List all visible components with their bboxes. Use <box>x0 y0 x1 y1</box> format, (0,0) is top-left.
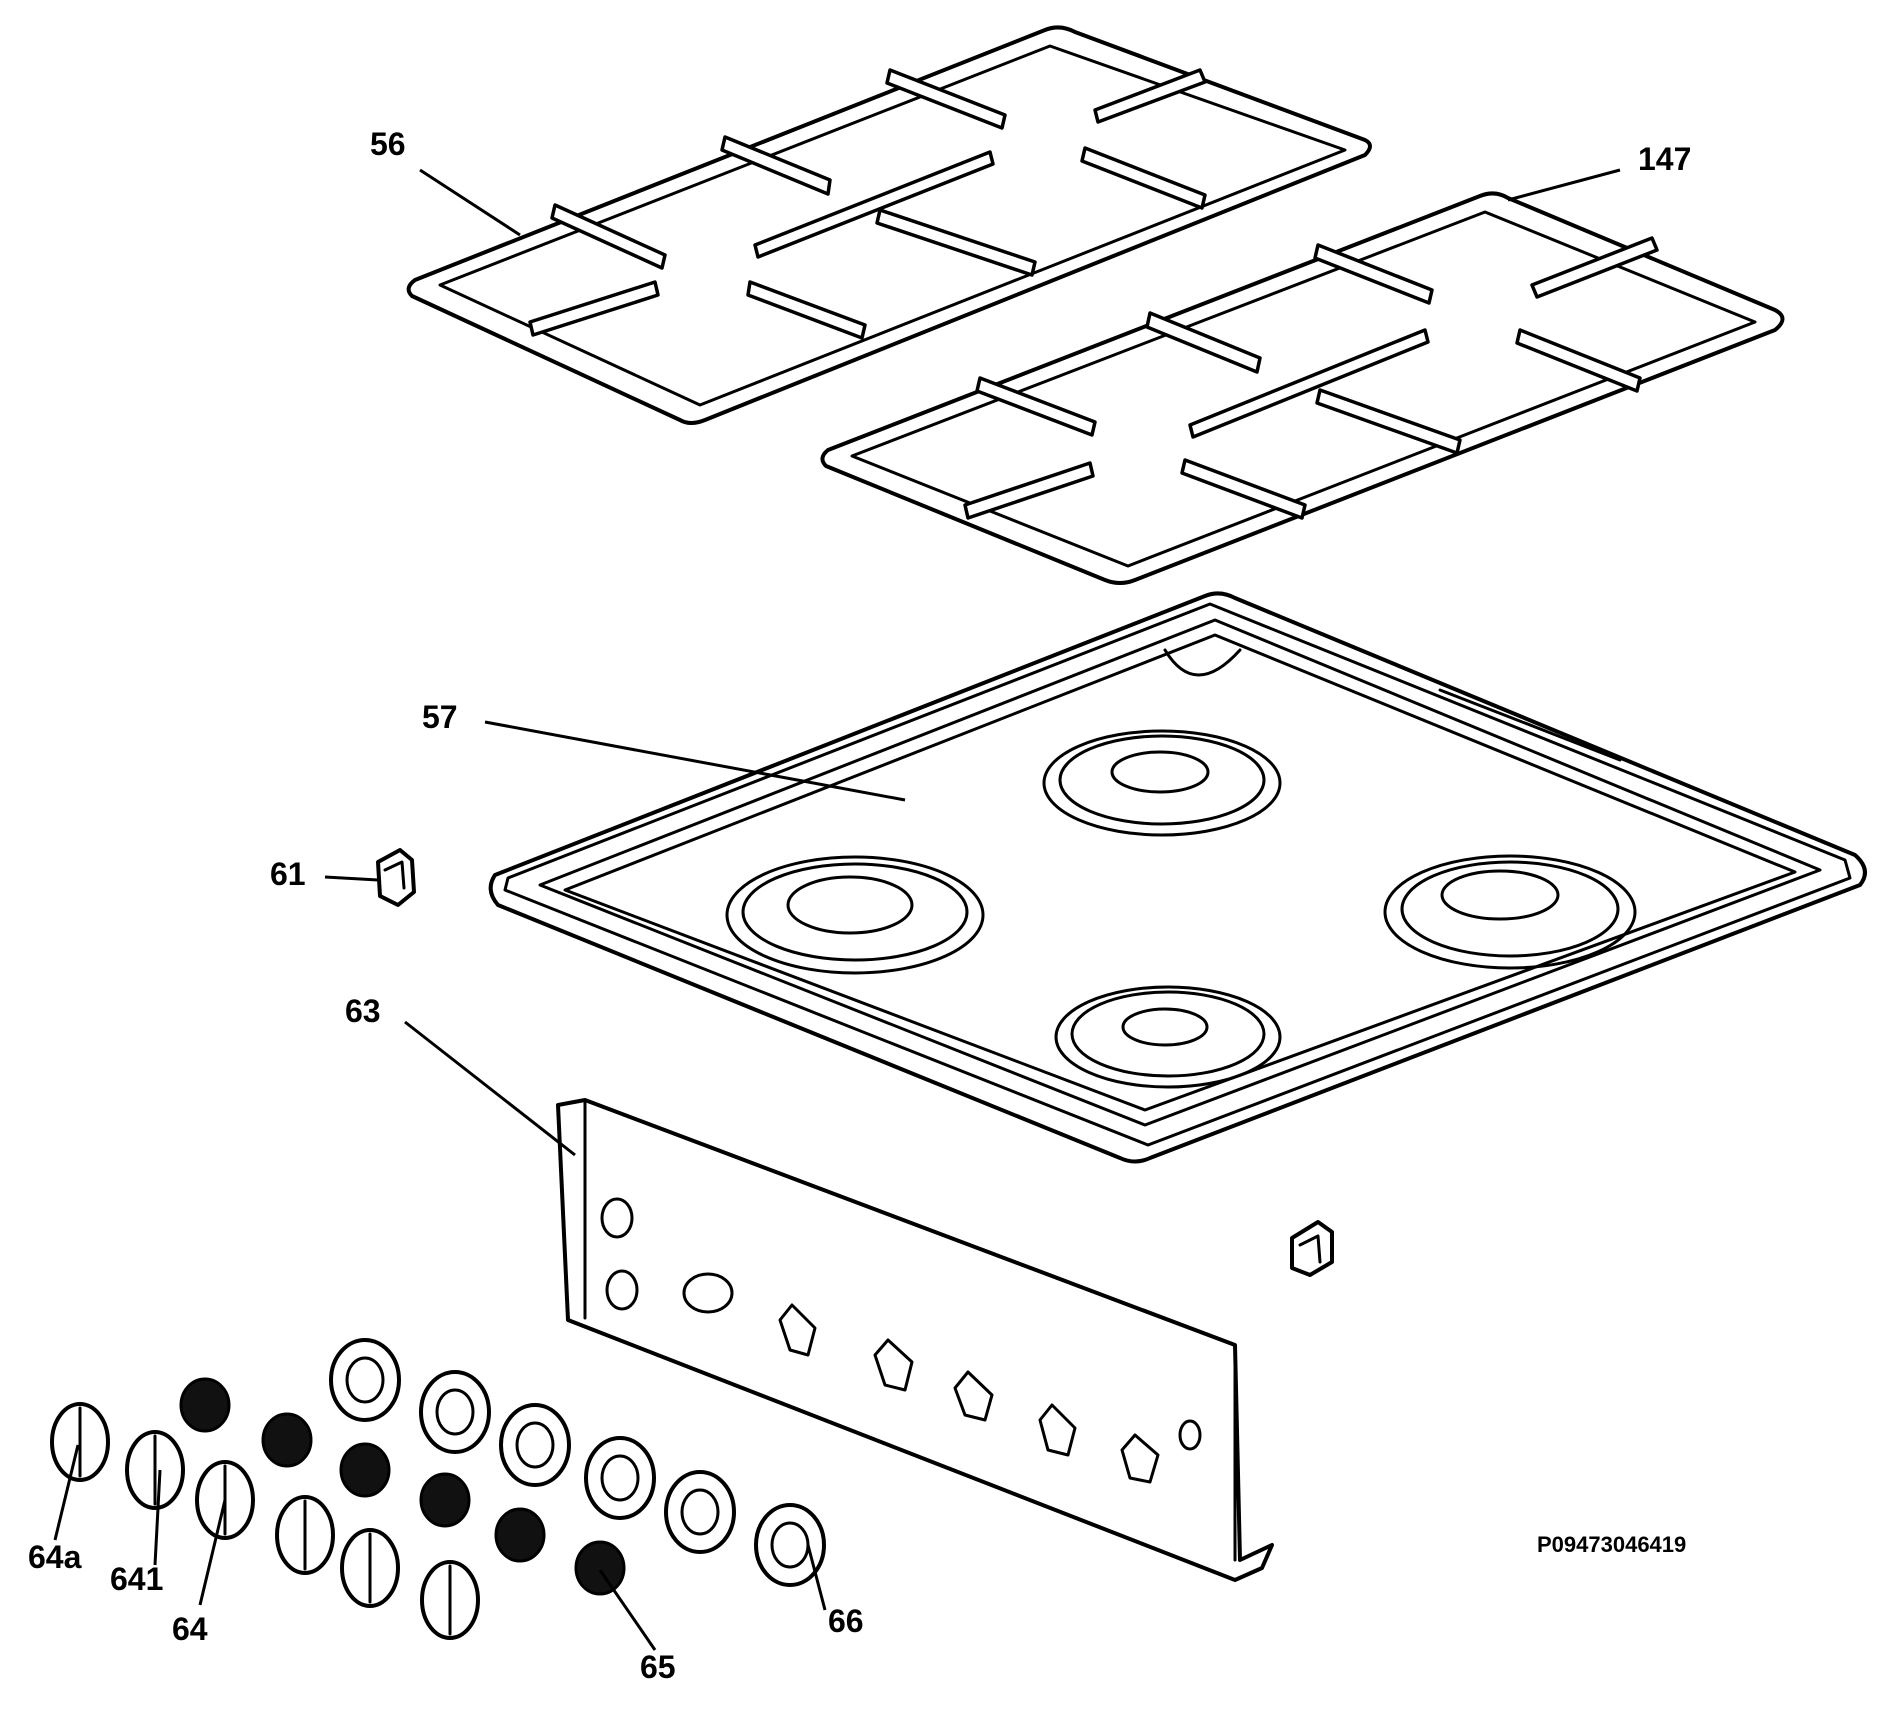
control-panel-63 <box>556 1098 1274 1582</box>
knob-insert-group <box>179 1377 626 1596</box>
label-63: 63 <box>345 993 381 1029</box>
clip-61 <box>376 848 416 907</box>
knob-5 <box>340 1528 400 1608</box>
label-64a: 64a <box>28 1539 82 1575</box>
clip-right <box>1290 1220 1334 1277</box>
label-66: 66 <box>828 1603 864 1639</box>
pan-support-grate-147 <box>820 191 1785 585</box>
bezel-group <box>329 1338 826 1587</box>
label-64: 64 <box>172 1611 208 1647</box>
pan-support-grate-56 <box>406 25 1372 425</box>
label-147: 147 <box>1638 141 1691 177</box>
part-labels: 56 147 57 61 63 64a 641 64 65 66 P094730… <box>28 126 1691 1685</box>
label-65: 65 <box>640 1649 676 1685</box>
knob-group <box>50 1402 480 1640</box>
label-57: 57 <box>422 699 458 735</box>
knob-641 <box>125 1430 185 1510</box>
label-56: 56 <box>370 126 406 162</box>
label-61: 61 <box>270 856 306 892</box>
label-641: 641 <box>110 1561 163 1597</box>
leader-lines <box>53 168 1621 1651</box>
knob-64a <box>50 1402 110 1482</box>
drawing-code: P09473046419 <box>1537 1532 1686 1557</box>
knob-6 <box>420 1560 480 1640</box>
knob-4 <box>275 1495 335 1575</box>
hob-top-57 <box>488 591 1867 1164</box>
